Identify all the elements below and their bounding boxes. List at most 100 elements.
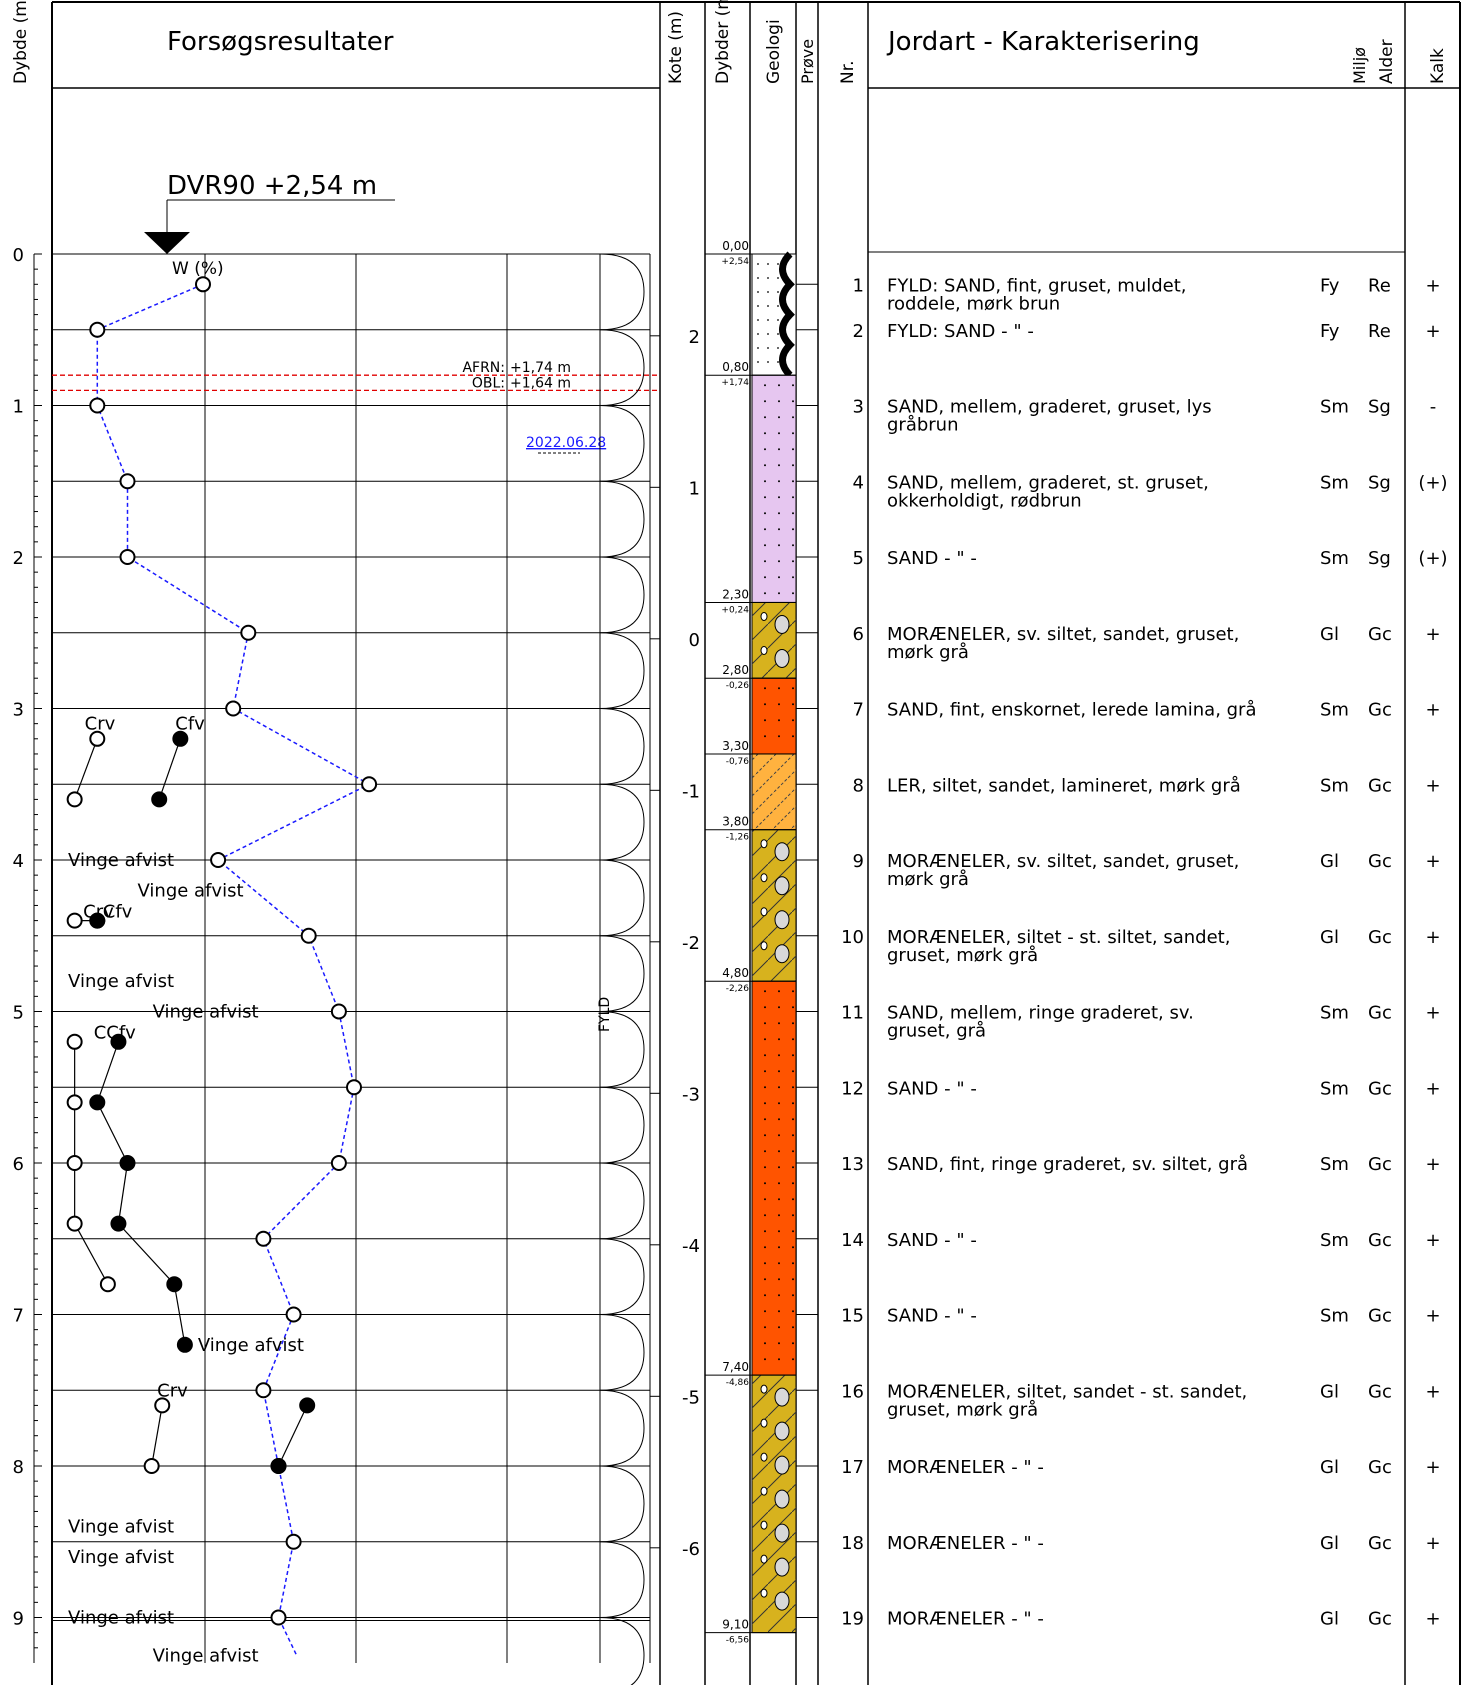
nr-header: Nr. bbox=[838, 60, 858, 84]
fill-dot bbox=[777, 277, 779, 279]
vane-remoulded-point bbox=[66, 912, 83, 929]
water-content-point bbox=[330, 1003, 347, 1020]
sample-number: 6 bbox=[853, 624, 864, 645]
sample-miljo: Fy bbox=[1320, 321, 1340, 342]
sand-dot bbox=[778, 432, 780, 435]
sand-dot bbox=[764, 1262, 766, 1265]
vane-remoulded-point bbox=[143, 1458, 160, 1474]
sample-number: 13 bbox=[841, 1154, 864, 1175]
water-content-point bbox=[285, 1306, 302, 1323]
sample-alder: Gc bbox=[1368, 624, 1392, 645]
kote-tick-label: -5 bbox=[682, 1387, 700, 1408]
sand-dot bbox=[792, 480, 794, 483]
vane-peak-point bbox=[110, 1033, 127, 1050]
sand-dot bbox=[764, 1214, 766, 1217]
sand-dot bbox=[778, 1150, 780, 1153]
vane-peak-point bbox=[299, 1397, 316, 1414]
vane-peak-line bbox=[277, 1405, 308, 1467]
measure-date: 2022.06.28 bbox=[526, 435, 606, 451]
sample-kalk: + bbox=[1425, 775, 1440, 796]
sand-dot bbox=[792, 1022, 794, 1025]
sand-dot bbox=[792, 1230, 794, 1233]
vane-remoulded-point bbox=[99, 1276, 116, 1293]
sand-dot bbox=[778, 592, 780, 595]
sand-dot bbox=[778, 990, 780, 993]
fill-dot bbox=[767, 333, 769, 335]
chart-annotation: Crv bbox=[83, 902, 114, 923]
sand-dot bbox=[792, 416, 794, 419]
sand-dot bbox=[764, 576, 766, 579]
stone-icon bbox=[774, 876, 790, 896]
sand-dot bbox=[778, 1310, 780, 1313]
sample-description: MORÆNELER - " - bbox=[887, 1533, 1044, 1554]
sample-alder: Gc bbox=[1368, 775, 1392, 796]
sand-dot bbox=[792, 1358, 794, 1361]
sample-number: 19 bbox=[841, 1609, 864, 1630]
stone-icon bbox=[774, 1489, 790, 1509]
sand-dot bbox=[764, 1278, 766, 1281]
water-content-point bbox=[119, 549, 136, 565]
alder-header: Alder bbox=[1377, 39, 1397, 84]
sand-dot bbox=[792, 719, 794, 722]
chart-annotation: Vinge afvist bbox=[68, 1547, 174, 1568]
sand-dot bbox=[764, 1310, 766, 1313]
sand-dot bbox=[792, 1326, 794, 1329]
sand-dot bbox=[792, 592, 794, 595]
sand-dot bbox=[764, 448, 766, 451]
sample-number: 8 bbox=[853, 775, 864, 796]
gravel-icon bbox=[760, 1520, 768, 1530]
layer-kote-label: -4,86 bbox=[726, 1378, 750, 1388]
kote-tick-label: -3 bbox=[682, 1084, 700, 1105]
sample-description-cont: okkerholdigt, rødbrun bbox=[887, 490, 1082, 511]
sample-description-cont: mørk grå bbox=[887, 869, 969, 890]
gravel-icon bbox=[760, 839, 768, 849]
sample-miljo: Sm bbox=[1320, 397, 1349, 418]
sample-number: 1 bbox=[853, 275, 864, 296]
sand-dot bbox=[764, 1038, 766, 1041]
water-level-value: +1,74 m bbox=[510, 360, 571, 376]
ground-level-icon bbox=[144, 232, 190, 254]
geology-layer bbox=[751, 677, 797, 755]
vane-peak-point bbox=[89, 912, 106, 929]
gravel-icon bbox=[760, 1554, 768, 1564]
gravel-icon bbox=[760, 1588, 768, 1598]
vane-peak-point bbox=[176, 1336, 193, 1353]
fill-dot bbox=[777, 361, 779, 363]
chart-annotation: CCfv bbox=[94, 1023, 136, 1044]
gravel-icon bbox=[760, 1486, 768, 1496]
vane-peak-line bbox=[96, 1041, 186, 1345]
sample-description: SAND - " - bbox=[887, 1078, 977, 1099]
stone-icon bbox=[774, 648, 790, 668]
sand-dot bbox=[764, 1182, 766, 1185]
sample-description: SAND, mellem, graderet, gruset, lys bbox=[887, 397, 1212, 418]
sample-miljo: Gl bbox=[1320, 851, 1339, 872]
sand-dot bbox=[792, 432, 794, 435]
sand-dot bbox=[764, 1054, 766, 1057]
sample-description-cont: mørk grå bbox=[887, 642, 969, 663]
depth-tick-label: 9 bbox=[13, 1609, 24, 1630]
gravel-icon bbox=[760, 1452, 768, 1462]
water-content-point bbox=[89, 397, 106, 414]
fill-dot bbox=[757, 347, 759, 349]
vane-remoulded-line bbox=[151, 1405, 163, 1467]
sample-number: 11 bbox=[841, 1003, 864, 1024]
sand-dot bbox=[792, 528, 794, 531]
sand-dot bbox=[778, 496, 780, 499]
sand-dot bbox=[778, 1262, 780, 1265]
fill-dot bbox=[757, 305, 759, 307]
sand-dot bbox=[764, 1358, 766, 1361]
layer-depth-label: 9,10 bbox=[722, 1618, 749, 1632]
vane-remoulded-point bbox=[66, 1215, 83, 1232]
sand-dot bbox=[764, 416, 766, 419]
sample-alder: Gc bbox=[1368, 1154, 1392, 1175]
vane-remoulded-point bbox=[154, 1397, 171, 1414]
sand-dot bbox=[764, 512, 766, 515]
water-level-value: +1,64 m bbox=[510, 375, 571, 391]
chart-annotation: Vinge afvist bbox=[68, 1517, 174, 1538]
sample-description: SAND, mellem, graderet, st. gruset, bbox=[887, 472, 1209, 493]
fill-dot bbox=[767, 361, 769, 363]
vane-peak-line bbox=[158, 738, 181, 800]
sample-kalk: + bbox=[1425, 321, 1440, 342]
kote-tick-label: -4 bbox=[682, 1236, 700, 1257]
sample-alder: Gc bbox=[1368, 1078, 1392, 1099]
